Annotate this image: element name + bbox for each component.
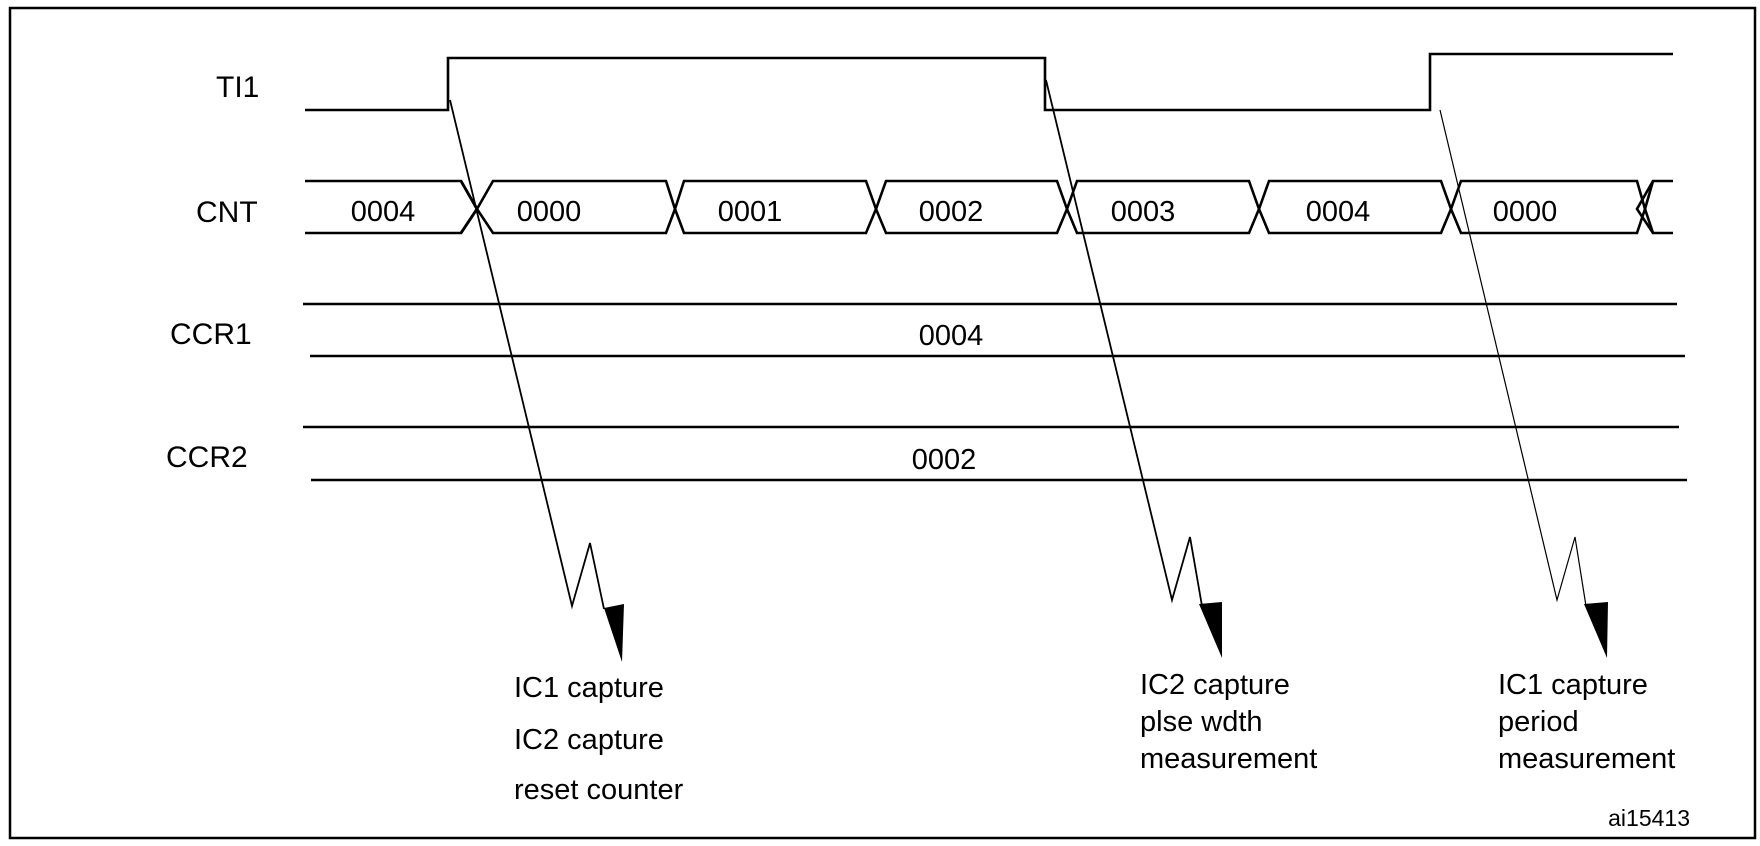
cnt-value: 0003 (1111, 196, 1176, 228)
annotation-measurement: measurement (1140, 743, 1317, 775)
signal-label-cnt: CNT (196, 196, 258, 229)
annotation-ic2-capture: IC2 capture (514, 724, 664, 756)
ccr1-value: 0004 (919, 320, 984, 352)
capture-arrow-1 (449, 99, 624, 662)
cnt-value: 0004 (1306, 196, 1371, 228)
annotation-ic2-capture: IC2 capture (1140, 669, 1290, 701)
capture-arrow-3 (1439, 109, 1608, 658)
annotation-ic1-capture: IC1 capture (1498, 669, 1648, 701)
signal-label-ccr1: CCR1 (170, 318, 252, 351)
cnt-value: 0000 (517, 196, 582, 228)
cnt-value: 0002 (919, 196, 984, 228)
annotation-ic1-capture: IC1 capture (514, 672, 664, 704)
cnt-value: 0004 (351, 196, 416, 228)
diagram-frame (8, 6, 1757, 840)
figure-id: ai15413 (1608, 805, 1690, 831)
annotation-reset-counter: reset counter (514, 774, 684, 806)
signal-label-ti1: TI1 (216, 71, 259, 104)
cnt-value: 0001 (718, 196, 783, 228)
cnt-value: 0000 (1493, 196, 1558, 228)
annotation-pulse-width: plse wdth (1140, 706, 1263, 738)
capture-arrow-2 (1045, 79, 1222, 658)
annotation-period: period (1498, 706, 1579, 738)
ccr2-value: 0002 (912, 444, 977, 476)
signal-label-ccr2: CCR2 (166, 441, 248, 474)
ti1-waveform (305, 52, 1673, 112)
annotation-measurement: measurement (1498, 743, 1675, 775)
cnt-bus (305, 179, 1673, 235)
